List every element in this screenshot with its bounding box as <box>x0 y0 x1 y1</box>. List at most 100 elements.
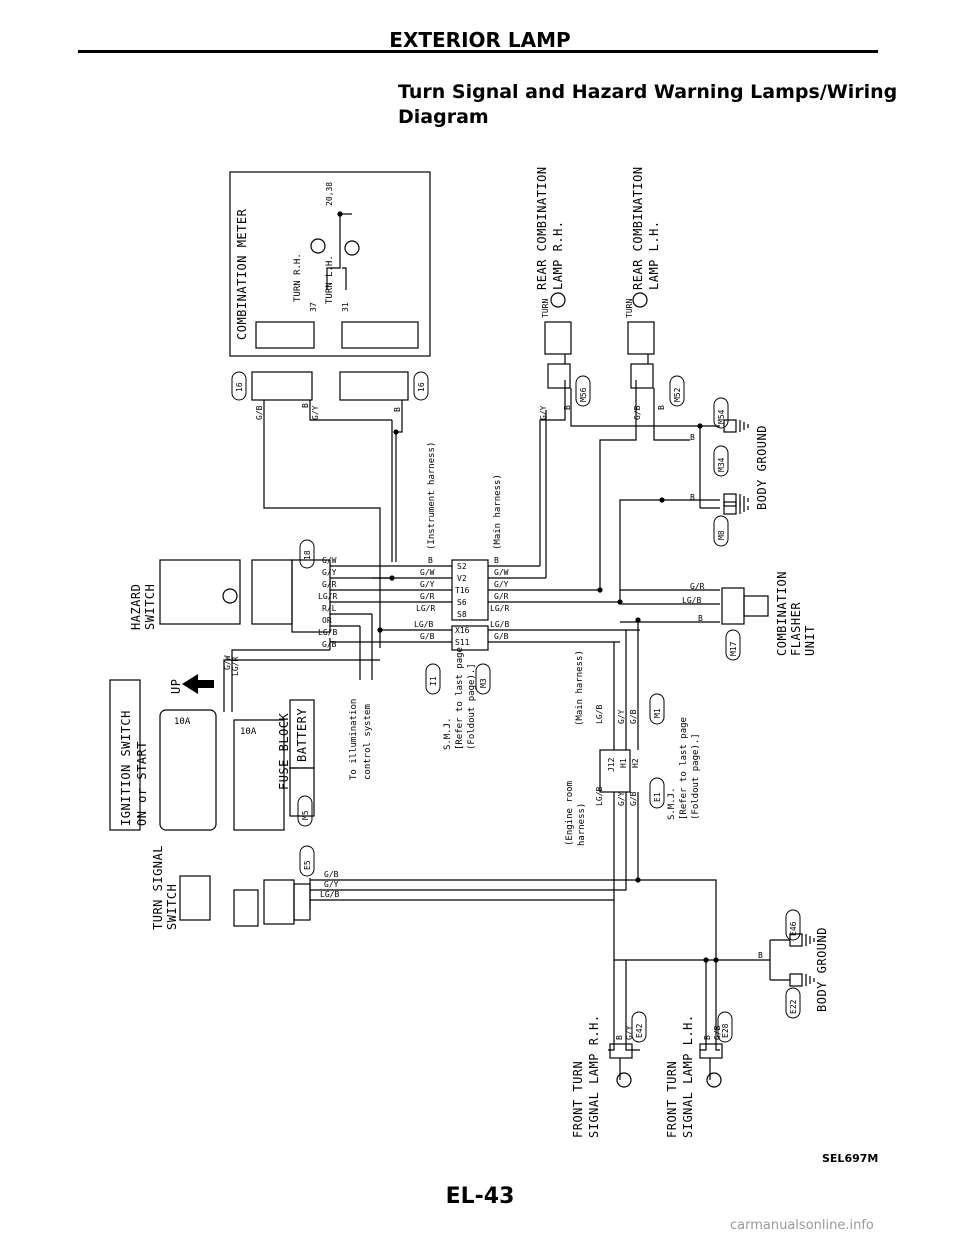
smj2-label-2: [Refer to last page <box>679 717 689 820</box>
smj1-label-1: S.M.J. <box>443 717 453 750</box>
svg-text:M52: M52 <box>673 387 682 402</box>
illumination-label-1: To illumination <box>349 699 359 780</box>
flasher-unit-label-1: COMBINATION <box>775 571 789 656</box>
connector-16a: 16 <box>231 371 247 401</box>
connector-m5: M5 <box>297 795 313 827</box>
wire-lgr-3: LG/R <box>318 592 337 601</box>
combination-meter-frame <box>229 171 431 357</box>
terminal-h2: H2 <box>631 758 640 768</box>
rear-rh-label-1: REAR COMBINATION <box>535 166 549 290</box>
terminal-x16: X16 <box>455 626 470 635</box>
rear-rh-label-2: LAMP R.H. <box>551 220 565 290</box>
front-rh-label-1: FRONT TURN <box>571 1061 585 1138</box>
section-title-line2: Diagram <box>398 106 489 128</box>
wire-gw-3: G/W <box>322 556 337 565</box>
wire-gw-2: G/W <box>494 568 509 577</box>
svg-text:M5: M5 <box>301 810 310 820</box>
svg-text:E46: E46 <box>789 921 798 936</box>
wire-gb-3: G/B <box>322 640 337 649</box>
wire-gr-3: G/R <box>322 580 337 589</box>
wire-lgb-5: LG/B <box>595 705 604 724</box>
front-lh-label-2: SIGNAL LAMP L.H. <box>681 1014 695 1138</box>
connector-m34: M34 <box>713 445 729 477</box>
hazard-switch-label-1: HAZARD <box>129 584 143 630</box>
rear-lh-label-1: REAR COMBINATION <box>631 166 645 290</box>
body-ground-label-2: BODY GROUND <box>815 927 829 1012</box>
terminal-37: 37 <box>309 302 318 312</box>
wire-gr-4: G/R <box>690 582 705 591</box>
turn-lh-label: TURN L.H. <box>325 255 335 304</box>
connector-e1: E1 <box>649 777 665 809</box>
page-number: EL-43 <box>445 1184 515 1209</box>
wire-lgb-6: LG/B <box>595 787 604 806</box>
turn-rh-indicator-bulb <box>310 238 326 254</box>
svg-text:M8: M8 <box>717 530 726 540</box>
wire-gy-7: G/Y <box>617 791 626 806</box>
wire-lgr-4: LG/R <box>231 657 240 676</box>
svg-text:E22: E22 <box>789 999 798 1014</box>
instrument-harness-label: (Instrument harness) <box>427 442 437 550</box>
wire-lgb-1: LG/B <box>414 620 433 629</box>
wire-b-12: B <box>703 1035 712 1040</box>
svg-text:E1: E1 <box>653 792 662 802</box>
up-label: UP <box>169 679 183 694</box>
front-lh-bulb <box>706 1072 722 1088</box>
smj2-label-3: (Foldout page).] <box>691 733 701 820</box>
svg-text:M56: M56 <box>579 387 588 402</box>
illumination-label-2: control system <box>363 704 373 780</box>
terminal-h1: H1 <box>619 758 628 768</box>
connector-m1: M1 <box>649 693 665 725</box>
wires <box>109 171 803 1080</box>
wire-gb-7: G/B <box>629 791 638 806</box>
header-rule <box>78 50 878 53</box>
fuse-label-1: 10A <box>174 717 191 727</box>
wire-lgb-7: LG/B <box>320 890 339 899</box>
connector-e22: E22 <box>785 987 801 1019</box>
wire-rl: R/L <box>322 604 337 613</box>
connector-m54: M54 <box>713 397 729 429</box>
wire-b-1: B <box>428 556 433 565</box>
front-rh-bulb <box>616 1072 632 1088</box>
combination-meter-label: COMBINATION METER <box>235 208 249 340</box>
wire-lgb-3: LG/B <box>318 628 337 637</box>
turn-tag-rh: TURN <box>541 299 550 318</box>
wire-lgb-2: LG/B <box>490 620 509 629</box>
fuse-block-label: FUSE BLOCK <box>277 712 291 790</box>
terminal-t16: T16 <box>455 586 470 595</box>
hazard-switch-bulb <box>222 588 238 604</box>
wire-gb-5: G/B <box>633 405 642 420</box>
svg-text:M1: M1 <box>653 708 662 718</box>
wire-labels: B G/W G/Y G/R LG/R LG/B G/B B G/W G/Y G/… <box>223 403 763 1040</box>
wire-lgr-2: LG/R <box>490 604 509 613</box>
wire-gb-4: G/B <box>255 405 264 420</box>
main-harness-label-1: (Main harness) <box>493 474 503 550</box>
wire-gb-6: G/B <box>629 709 638 724</box>
connector-i1: I1 <box>425 663 441 695</box>
flasher-unit-label-3: UNIT <box>803 625 817 656</box>
connector-m3: M3 <box>475 663 491 695</box>
wire-gw-1: G/W <box>420 568 435 577</box>
svg-text:M3: M3 <box>479 678 488 688</box>
wire-b-7: B <box>690 433 695 442</box>
engine-room-harness-label-1: (Engine room <box>565 781 575 846</box>
ground-symbols <box>739 420 815 986</box>
wire-gy-4: G/Y <box>311 405 320 420</box>
turn-rh-label: TURN R.H. <box>293 253 303 302</box>
wire-gy-5: G/Y <box>539 405 548 420</box>
svg-text:18: 18 <box>303 550 312 560</box>
turn-signal-switch-label-1: TURN SIGNAL <box>151 845 165 930</box>
connector-16b: 16 <box>413 371 429 401</box>
wire-gb-2: G/B <box>494 632 509 641</box>
terminal-s8: S8 <box>457 610 467 619</box>
wire-b-4: B <box>393 407 402 412</box>
engine-room-harness-label-2: harness) <box>577 803 587 846</box>
wire-gr-1: G/R <box>420 592 435 601</box>
terminal-s2: S2 <box>457 562 467 571</box>
wire-gb-8: G/B <box>324 870 339 879</box>
connector-m56: M56 <box>575 375 591 407</box>
smj2-label-1: S.M.J. <box>667 787 677 820</box>
watermark: carmanualsonline.info <box>730 1218 874 1233</box>
connector-e28: E28 <box>717 1011 733 1043</box>
wire-b-2: B <box>494 556 499 565</box>
smj1-label-2: [Refer to last page <box>455 647 465 750</box>
